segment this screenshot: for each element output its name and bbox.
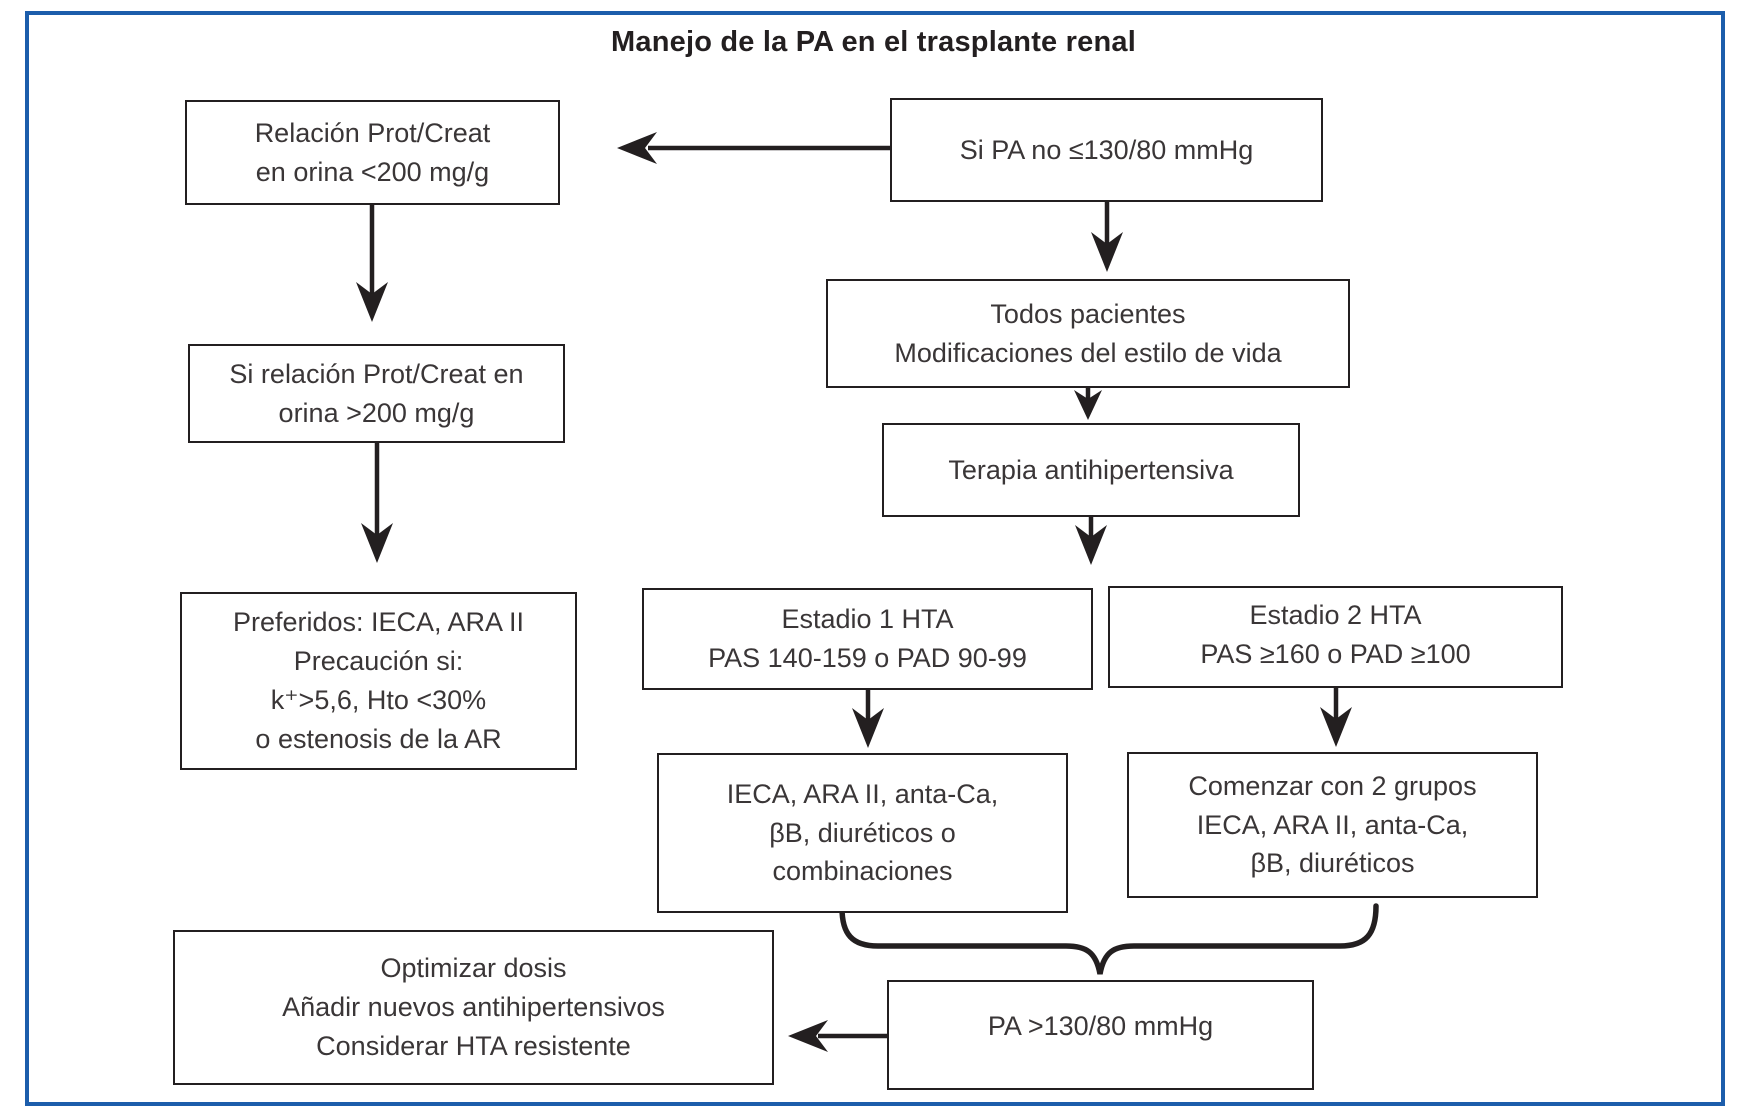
box-text-line: k⁺>5,6, Hto <30% [270,685,487,715]
box-text-line: Si relación Prot/Creat en [229,358,524,389]
box-text-line: en orina <200 mg/g [255,156,490,187]
box-text-line: Comenzar con 2 grupos [1188,770,1477,801]
box-text-line: Optimizar dosis [380,953,567,984]
box-text-line: Preferidos: IECA, ARA II [232,607,525,638]
box-text-line: Todos pacientes [990,298,1186,329]
box-text-line: Precaución si: [293,646,464,677]
box-estadio-1-hta: Estadio 1 HTA PAS 140-159 o PAD 90-99 [642,588,1093,690]
box-optimizar-dosis: Optimizar dosis Añadir nuevos antihipert… [173,930,774,1085]
box-prot-creat-under-200: Relación Prot/Creat en orina <200 mg/g [185,100,560,205]
box-text-line: Modificaciones del estilo de vida [894,337,1282,368]
box-text-line: PAS 140-159 o PAD 90-99 [708,643,1027,673]
box-text-line: Estadio 1 HTA [781,604,954,635]
box-text-line: Relación Prot/Creat [254,117,491,148]
box-text-line: Añadir nuevos antihipertensivos [282,992,665,1023]
box-todos-pacientes: Todos pacientes Modificaciones del estil… [826,279,1350,388]
box-text-line: Terapia antihipertensiva [948,454,1234,485]
box-text-line: combinaciones [772,856,953,887]
box-pa-mayor-130-80: PA >130/80 mmHg [887,980,1314,1090]
box-text-line: Estadio 2 HTA [1249,600,1422,630]
box-text-line: PA >130/80 mmHg [987,1011,1214,1041]
box-text-line: IECA, ARA II, anta-Ca, [726,778,999,809]
box-text-line: PAS ≥160 o PAD ≥100 [1200,638,1471,669]
box-tratamiento-estadio-2: Comenzar con 2 grupos IECA, ARA II, anta… [1127,752,1538,898]
box-text-line: Considerar HTA resistente [316,1030,631,1061]
box-prot-creat-over-200: Si relación Prot/Creat en orina >200 mg/… [188,344,565,443]
box-terapia-antihipertensiva: Terapia antihipertensiva [882,423,1300,517]
box-si-pa-no-controlada: Si PA no ≤130/80 mmHg [890,98,1323,202]
box-text-line: IECA, ARA II, anta-Ca, [1196,809,1469,840]
box-tratamiento-estadio-1: IECA, ARA II, anta-Ca, βB, diuréticos o … [657,753,1068,913]
box-preferidos-ieca-ara: Preferidos: IECA, ARA II Precaución si: … [180,592,577,770]
box-text-line: βB, diuréticos o [769,817,956,848]
box-text-line: orina >200 mg/g [278,397,475,428]
box-text-line: βB, diuréticos [1250,848,1415,879]
box-text-line: Si PA no ≤130/80 mmHg [959,134,1254,165]
diagram-title: Manejo de la PA en el trasplante renal [611,26,1136,58]
box-estadio-2-hta: Estadio 2 HTA PAS ≥160 o PAD ≥100 [1108,586,1563,688]
box-text-line: o estenosis de la AR [255,723,502,754]
